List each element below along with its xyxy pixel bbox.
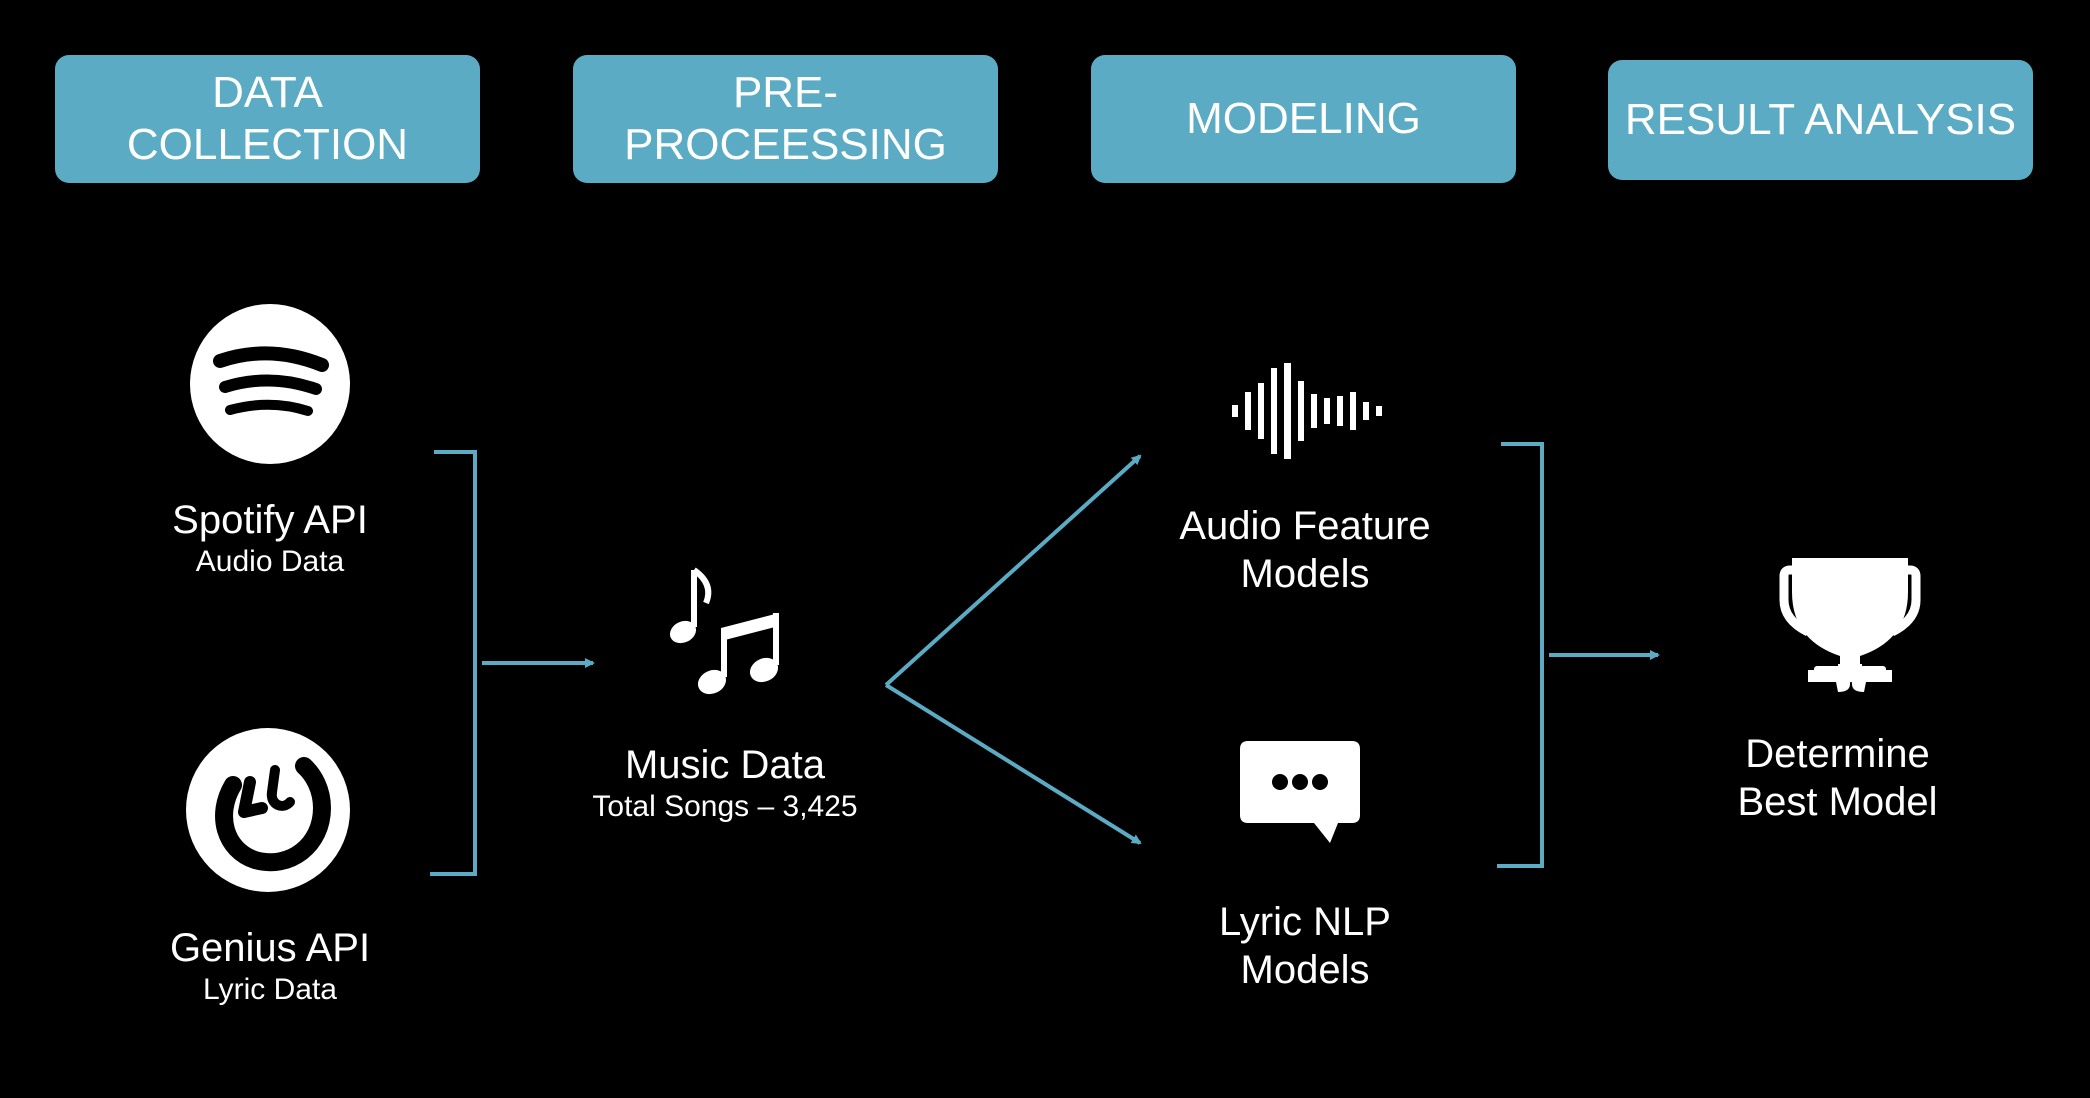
source-title: Genius API: [169, 926, 371, 970]
lyric-nlp-models-label: Lyric NLP Models: [1130, 898, 1480, 994]
result-title: Determine Best Model: [1737, 732, 1938, 824]
stage-modeling: MODELING: [1091, 55, 1516, 183]
sources-bracket: [430, 450, 477, 876]
source-subtitle: Audio Data: [195, 545, 345, 578]
genius-api-label: Genius API Lyric Data: [120, 924, 420, 1008]
spotify-api-label: Spotify API Audio Data: [120, 496, 420, 580]
chat-bubble-icon: [1240, 741, 1360, 843]
music-data-title: Music Data: [624, 743, 826, 787]
stage-label: RESULT ANALYSIS: [1624, 95, 2017, 144]
stage-label: PRE- PROCEESSING: [624, 68, 947, 169]
stage-result-analysis: RESULT ANALYSIS: [1608, 60, 2033, 180]
spotify-logo-icon: [190, 304, 350, 464]
genius-logo-icon: [186, 728, 350, 892]
trophy-icon: [1779, 558, 1921, 692]
stage-label: DATA COLLECTION: [126, 68, 409, 169]
stage-pre-processing: PRE- PROCEESSING: [573, 55, 998, 183]
audio-feature-models-label: Audio Feature Models: [1130, 502, 1480, 598]
model-title: Audio Feature Models: [1179, 504, 1431, 596]
models-bracket: [1497, 442, 1544, 868]
stage-data-collection: DATA COLLECTION: [55, 55, 480, 183]
music-notes-icon: [669, 567, 779, 695]
arrow-to-audio-models: [884, 454, 1142, 687]
sound-wave-icon: [1232, 363, 1382, 459]
music-data-label: Music Data Total Songs – 3,425: [550, 741, 900, 825]
arrow-to-lyric-models: [884, 683, 1142, 845]
stage-label: MODELING: [1186, 94, 1421, 143]
determine-best-model-label: Determine Best Model: [1680, 730, 1995, 826]
source-title: Spotify API: [172, 498, 368, 542]
music-data-subtitle: Total Songs – 3,425: [592, 790, 858, 823]
source-subtitle: Lyric Data: [203, 973, 337, 1006]
model-title: Lyric NLP Models: [1219, 900, 1391, 992]
